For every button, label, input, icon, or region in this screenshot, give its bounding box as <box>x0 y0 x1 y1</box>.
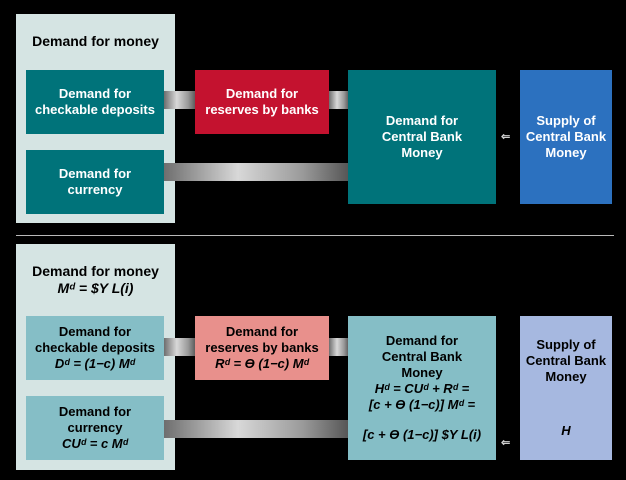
label-line: Supply of <box>536 113 596 128</box>
bottom-cb-supply-box: Supply of Central Bank Money H <box>520 316 612 460</box>
label-line: Supply of <box>536 337 596 352</box>
top-currency-box: Demand for currency <box>26 150 164 214</box>
label-line: Demand for <box>58 166 132 181</box>
label-line: checkable deposits <box>35 102 155 117</box>
bottom-reserves-box: Demand for reserves by banks Rᵈ = ϴ (1−c… <box>195 316 329 380</box>
label-line: Demand for <box>58 86 132 101</box>
label-line: Demand for <box>225 86 299 101</box>
top-connector-checkable-reserves <box>164 91 196 109</box>
bottom-connector-currency-cb <box>164 420 349 438</box>
equation: [c + ϴ (1−c)] $Y L(i) <box>362 427 482 442</box>
top-connector-reserves-cb <box>329 91 349 109</box>
label-line: Money <box>401 145 443 160</box>
label-line: Demand for <box>385 333 459 348</box>
top-checkable-deposits-box: Demand for checkable deposits <box>26 70 164 134</box>
label-line: Central Bank <box>381 129 463 144</box>
label-line: currency <box>67 420 123 435</box>
top-connector-currency-cb <box>164 163 349 181</box>
label-line: Money <box>545 369 587 384</box>
top-cb-demand-box: Demand for Central Bank Money <box>348 70 496 204</box>
label-line: Demand for <box>225 324 299 339</box>
equation: CUᵈ = c Mᵈ <box>61 436 129 451</box>
equation: Dᵈ = (1−c) Mᵈ <box>54 356 136 371</box>
top-panel-title: Demand for money <box>32 33 159 49</box>
label-line: Demand for <box>58 404 132 419</box>
bottom-connector-checkable-reserves <box>164 338 196 356</box>
equation: Rᵈ = ϴ (1−c) Mᵈ <box>215 356 309 371</box>
bottom-panel-title: Demand for money <box>32 263 159 279</box>
label-line: Central Bank <box>525 353 607 368</box>
bottom-cb-demand-box: Demand for Central Bank Money Hᵈ = CUᵈ +… <box>348 316 496 460</box>
double-line-arrow-icon: ⇐ <box>501 437 511 449</box>
label-line: Demand for <box>385 113 459 128</box>
label-line: reserves by banks <box>205 340 319 355</box>
equation: Hᵈ = CUᵈ + Rᵈ = <box>374 381 470 396</box>
equation: H <box>561 423 571 438</box>
label-line: Central Bank <box>525 129 607 144</box>
label-line: Central Bank <box>381 349 463 364</box>
top-cb-supply-box: Supply of Central Bank Money <box>520 70 612 204</box>
bottom-connector-reserves-cb <box>329 338 349 356</box>
label-line: currency <box>67 182 123 197</box>
label-line: checkable deposits <box>35 340 155 355</box>
bottom-checkable-deposits-box: Demand for checkable deposits Dᵈ = (1−c)… <box>26 316 164 380</box>
label-line: Money <box>545 145 587 160</box>
top-reserves-box: Demand for reserves by banks <box>195 70 329 134</box>
label-line: Demand for <box>58 324 132 339</box>
label-line: reserves by banks <box>205 102 319 117</box>
double-line-arrow-icon: ⇐ <box>501 131 511 143</box>
section-divider <box>16 235 614 236</box>
label-line: Money <box>401 365 443 380</box>
bottom-currency-box: Demand for currency CUᵈ = c Mᵈ <box>26 396 164 460</box>
equation: [c + ϴ (1−c)] Mᵈ = <box>368 397 476 412</box>
bottom-panel-equation: Mᵈ = $Y L(i) <box>57 280 134 296</box>
